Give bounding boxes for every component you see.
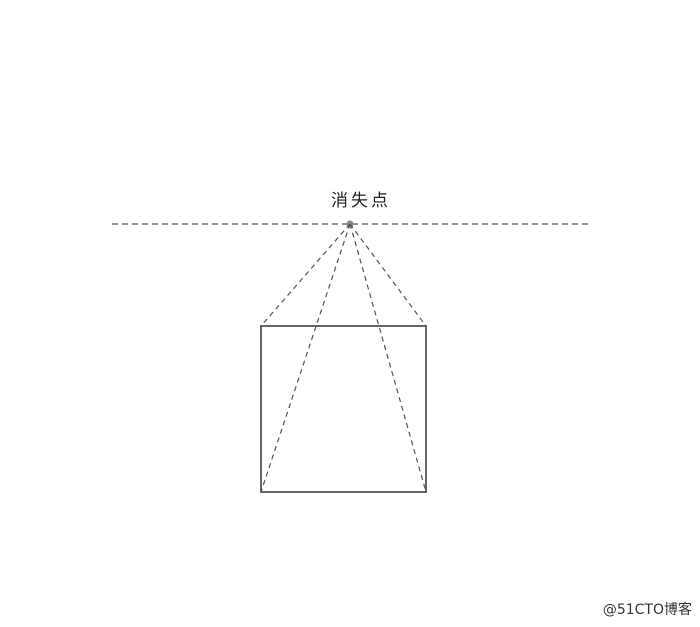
vanishing-point-label: 消失点 [331, 191, 391, 211]
convergence-line-top-left [260, 223, 351, 327]
convergence-line-bottom-left [260, 223, 351, 493]
square [260, 325, 427, 493]
convergence-line-bottom-right [349, 223, 427, 493]
watermark: @51CTO博客 [602, 602, 692, 618]
convergence-line-top-right [349, 223, 427, 327]
